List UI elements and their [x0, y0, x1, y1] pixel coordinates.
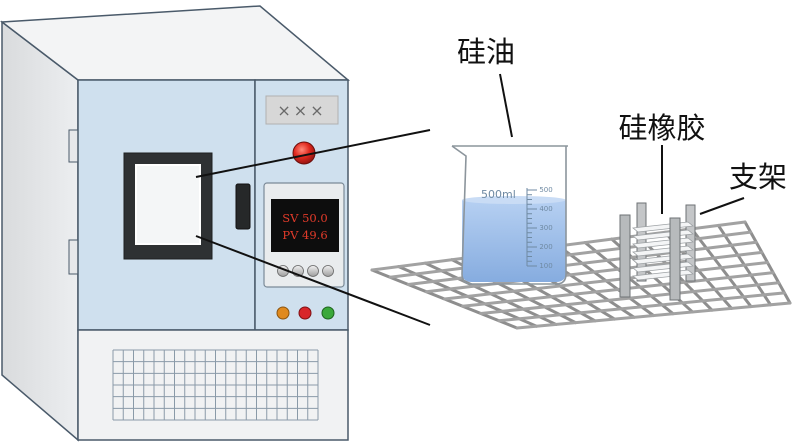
silicone-rubber-samples	[631, 221, 695, 281]
callout-line-lower	[195, 235, 431, 326]
graduation-ticks	[527, 189, 537, 267]
vent-grille	[112, 349, 319, 421]
label-silicone-rubber: 硅橡胶	[618, 111, 705, 145]
viewing-window-glass	[135, 164, 201, 245]
scale-400: 400	[539, 205, 552, 213]
door-handle[interactable]	[235, 183, 251, 230]
indicator-red	[298, 306, 312, 320]
controller-button-3[interactable]	[307, 265, 319, 277]
label-support: 支架	[729, 160, 787, 194]
silicone-oil	[462, 200, 566, 282]
rack-wire	[443, 261, 769, 301]
support-stand	[619, 202, 696, 301]
beaker-capacity: 500ml	[481, 188, 516, 201]
scale-300: 300	[539, 224, 552, 232]
controller-button-4[interactable]	[322, 265, 334, 277]
stand-post-front-right	[669, 217, 681, 301]
beaker: 500ml 500 400 300 200 100	[451, 145, 568, 285]
rack-wire	[424, 250, 764, 294]
rack-wire	[515, 301, 792, 330]
sv-readout: SV 50.0	[282, 211, 327, 225]
pointer-silicone-oil	[499, 73, 513, 138]
scale-200: 200	[539, 243, 552, 251]
stand-post-rear-left	[636, 202, 647, 282]
controller-display	[271, 199, 339, 252]
oil-surface	[462, 196, 566, 204]
name-plate-text: ×××	[277, 101, 326, 120]
rack-wire	[497, 291, 786, 323]
stand-post-front-left	[619, 214, 631, 298]
hinge-bottom	[68, 239, 79, 275]
wire-rack	[370, 220, 792, 330]
name-plate	[265, 95, 339, 125]
chamber-side-panel	[1, 20, 79, 442]
rack-wire	[461, 271, 775, 308]
callout-line-upper	[195, 129, 431, 178]
environmental-chamber: ××× SV 50.0 PV 49.6	[0, 5, 351, 442]
rack-wire	[479, 281, 781, 315]
scale-100: 100	[539, 262, 552, 270]
indicator-orange	[276, 306, 290, 320]
pv-readout: PV 49.6	[282, 228, 327, 242]
label-silicone-oil: 硅油	[457, 35, 515, 69]
scale-500: 500	[539, 186, 552, 194]
indicator-green	[321, 306, 335, 320]
beaker-glass	[451, 145, 567, 285]
pointer-support	[699, 197, 745, 215]
hinge-top	[68, 129, 79, 163]
